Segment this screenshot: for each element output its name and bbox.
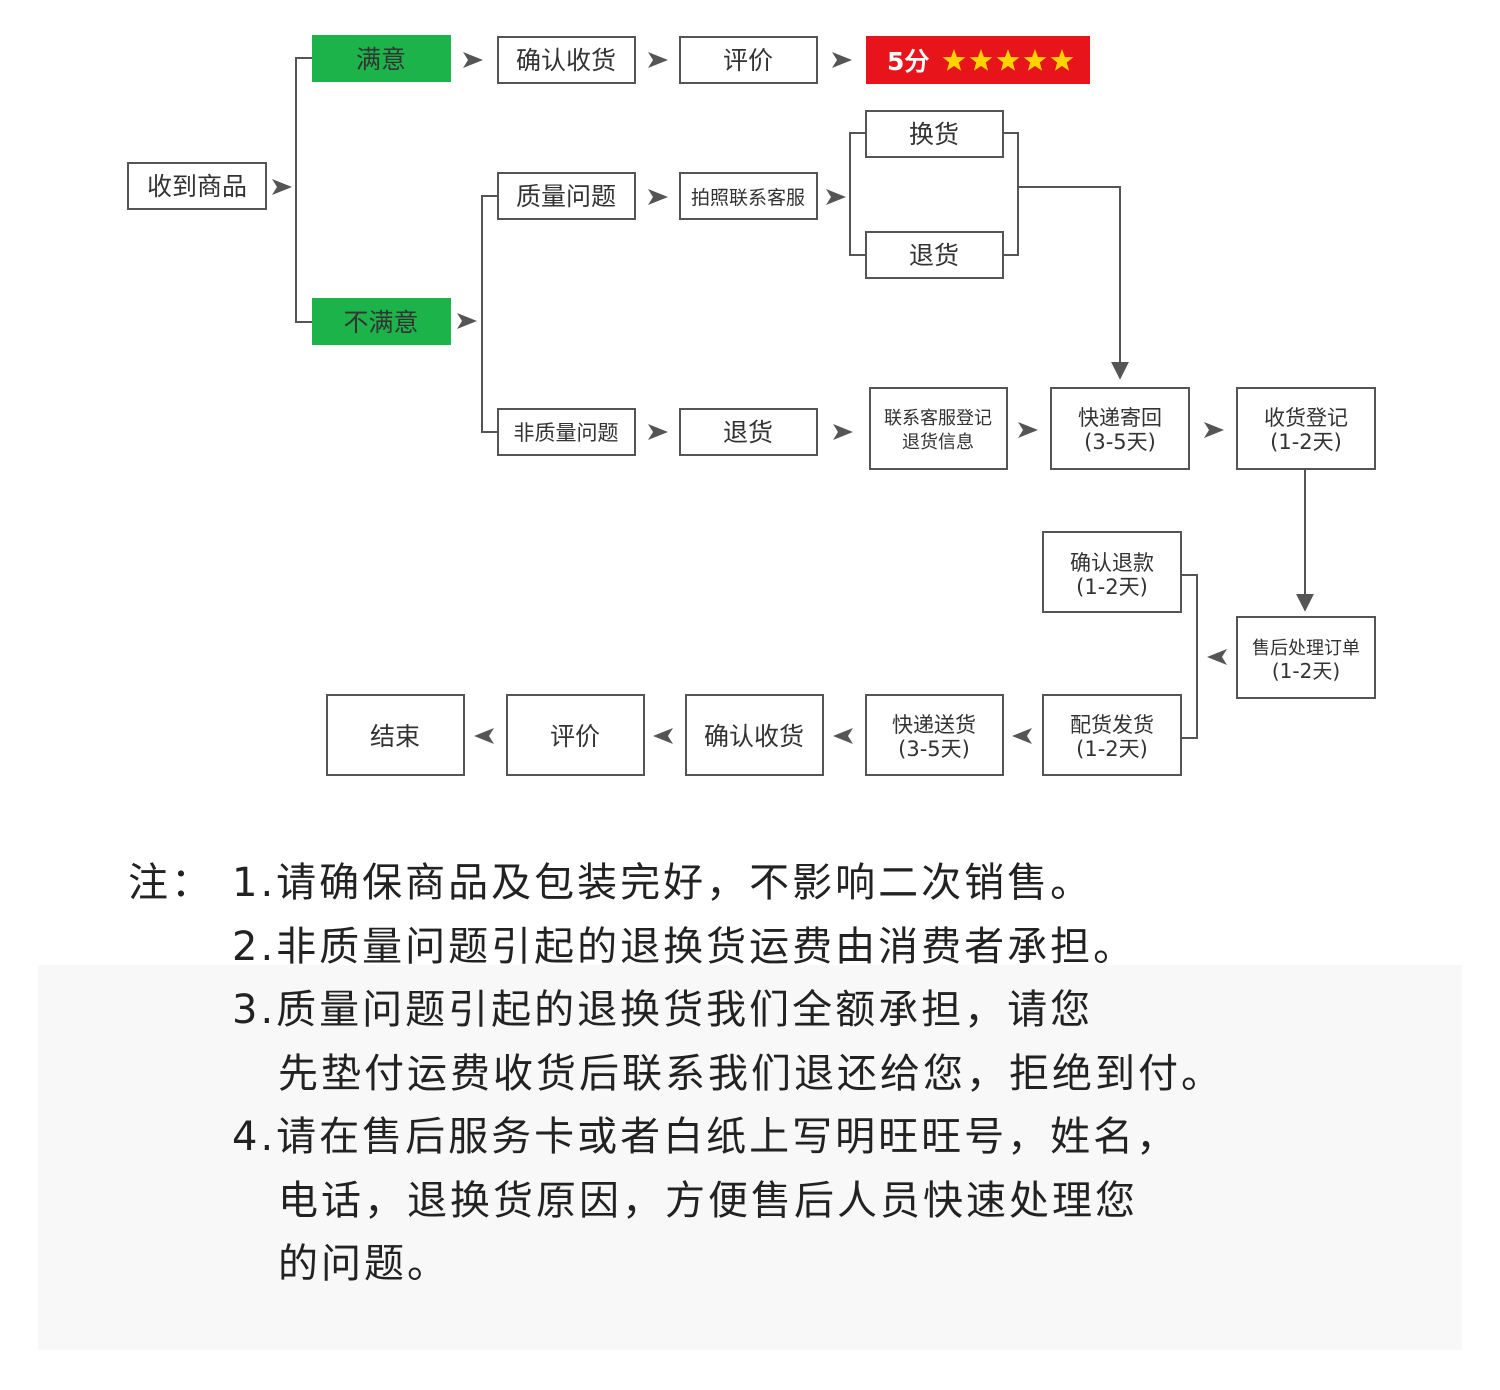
node-aftersale-order-line2: (1-2天)	[1272, 659, 1340, 683]
node-aftersale-order: 售后处理订单 (1-2天)	[1236, 616, 1376, 699]
node-review-bottom-label: 评价	[550, 722, 600, 751]
flow-arrows	[272, 52, 1227, 744]
node-end-label: 结束	[370, 722, 420, 751]
star-icon	[1023, 49, 1047, 71]
node-exchange-label: 换货	[909, 120, 959, 149]
node-express-return: 快递寄回 (3-5天)	[1050, 387, 1190, 470]
node-satisfied-label: 满意	[356, 45, 406, 74]
node-contact-register-line2: 退货信息	[902, 432, 974, 453]
rating-badge: 5分	[866, 36, 1090, 84]
node-confirm-receipt-bottom: 确认收货	[685, 694, 824, 776]
node-quality-issue: 质量问题	[497, 172, 636, 220]
node-confirm-receipt-bottom-label: 确认收货	[704, 722, 804, 751]
star-icon	[996, 49, 1020, 71]
notes-panel	[38, 965, 1462, 1350]
node-confirm-receipt-top-label: 确认收货	[516, 46, 616, 75]
node-unsatisfied: 不满意	[312, 298, 451, 345]
node-ship-goods-line2: (1-2天)	[1076, 737, 1148, 761]
node-unsatisfied-label: 不满意	[343, 308, 418, 337]
node-review-bottom: 评价	[506, 694, 645, 776]
note-line-4a: 4.请在售后服务卡或者白纸上写明旺旺号，姓名，	[232, 1114, 1180, 1160]
note-line-2: 2.非质量问题引起的退换货运费由消费者承担。	[232, 924, 1137, 970]
node-return-non-quality-label: 退货	[723, 418, 773, 447]
rating-label: 5分	[887, 47, 929, 76]
node-express-deliver-line2: (3-5天)	[898, 737, 970, 761]
node-receive-register-line1: 收货登记	[1264, 406, 1348, 430]
node-non-quality-issue-label: 非质量问题	[514, 421, 619, 445]
star-icon	[1050, 49, 1074, 71]
node-satisfied: 满意	[312, 35, 451, 82]
node-return-non-quality: 退货	[679, 408, 818, 456]
node-start-label: 收到商品	[147, 172, 247, 201]
node-return-quality: 退货	[865, 231, 1004, 279]
node-end: 结束	[326, 694, 465, 776]
node-confirm-refund-line2: (1-2天)	[1076, 575, 1148, 599]
node-ship-goods-line1: 配货发货	[1070, 713, 1154, 737]
node-exchange: 换货	[865, 110, 1004, 158]
node-review-top-label: 评价	[723, 46, 773, 75]
node-express-deliver-line1: 快递送货	[892, 713, 976, 737]
note-line-3b: 先垫付运费收货后联系我们退还给您，拒绝到付。	[278, 1051, 1224, 1097]
note-line-3a: 3.质量问题引起的退换货我们全额承担，请您	[232, 987, 1094, 1033]
note-line-1: 1.请确保商品及包装完好，不影响二次销售。	[232, 860, 1094, 906]
node-receive-register: 收货登记 (1-2天)	[1236, 387, 1376, 470]
node-contact-register-line1: 联系客服登记	[884, 408, 992, 429]
node-confirm-refund-line1: 确认退款	[1070, 551, 1154, 575]
node-return-quality-label: 退货	[909, 241, 959, 270]
connector-lines	[295, 57, 1314, 739]
star-icon	[969, 49, 993, 71]
node-review-top: 评价	[679, 36, 818, 84]
node-confirm-refund: 确认退款 (1-2天)	[1042, 531, 1182, 613]
node-photo-contact: 拍照联系客服	[679, 172, 818, 220]
node-express-return-line1: 快递寄回	[1078, 406, 1162, 430]
note-line-4c: 的问题。	[278, 1241, 450, 1287]
node-aftersale-order-line1: 售后处理订单	[1252, 638, 1360, 659]
node-confirm-receipt-top: 确认收货	[497, 36, 636, 84]
node-photo-contact-label: 拍照联系客服	[691, 187, 805, 209]
node-non-quality-issue: 非质量问题	[497, 408, 636, 456]
node-quality-issue-label: 质量问题	[516, 182, 616, 211]
node-receive-register-line2: (1-2天)	[1270, 430, 1342, 454]
node-ship-goods: 配货发货 (1-2天)	[1042, 694, 1182, 776]
node-express-return-line2: (3-5天)	[1084, 430, 1156, 454]
node-contact-register: 联系客服登记 退货信息	[869, 387, 1008, 470]
notes-prefix: 注：	[128, 860, 214, 906]
star-icon	[942, 49, 966, 71]
node-start: 收到商品	[127, 162, 267, 210]
rating-stars	[942, 49, 1074, 71]
note-line-4b: 电话，退换货原因，方便售后人员快速处理您	[278, 1178, 1138, 1224]
node-express-deliver: 快递送货 (3-5天)	[865, 694, 1004, 776]
